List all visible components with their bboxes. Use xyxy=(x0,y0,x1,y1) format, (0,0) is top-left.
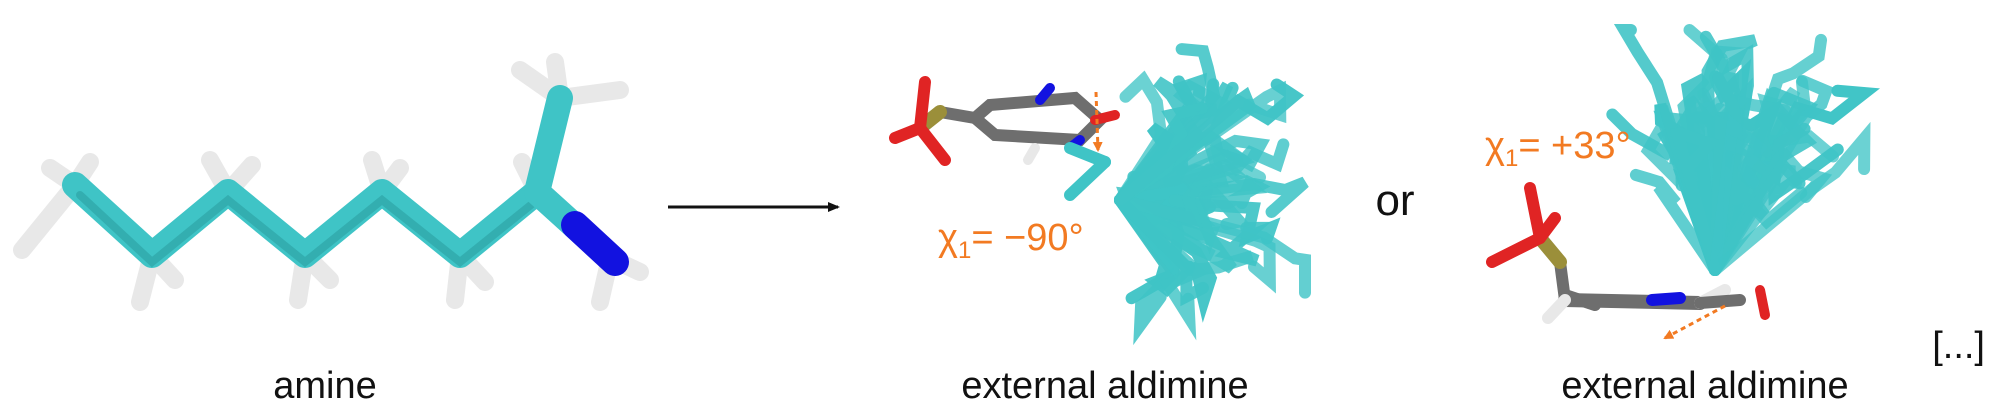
amine-caption: amine xyxy=(273,365,377,407)
aldimine-b-caption: external aldimine xyxy=(1561,365,1848,407)
aldimine-a-conformer xyxy=(1114,194,1311,299)
aldimine-b-conformer xyxy=(1670,126,1721,276)
aldimine-b-ensemble xyxy=(1606,24,1881,276)
aldimine-a-ensemble xyxy=(1114,43,1311,346)
aldimine-b-angle-label: χ1= +33° xyxy=(1485,125,1631,172)
aldimine-a-dihedral-indicator xyxy=(1092,91,1103,152)
aldimine-b-conformer xyxy=(1709,160,1803,276)
or-connector: or xyxy=(1375,176,1414,225)
amine-molecule xyxy=(13,53,649,311)
aldimine-a-molecule xyxy=(889,43,1311,346)
aldimine-b-conformer xyxy=(1629,168,1721,276)
more-ellipsis: [...] xyxy=(1932,325,1985,367)
aldimine-b-dihedral-indicator xyxy=(1663,304,1726,340)
aldimine-a-conformer xyxy=(1114,72,1207,206)
aldimine-a-conformer xyxy=(1114,78,1305,206)
aldimine-b-conformer xyxy=(1709,113,1769,276)
aldimine-a-conformer xyxy=(1114,163,1215,228)
aldimine-b-conformer xyxy=(1709,121,1871,276)
amine-shading xyxy=(76,191,541,268)
aldimine-b-molecule xyxy=(1486,24,1881,340)
aldimine-b-cofactor xyxy=(1486,182,1770,324)
aldimine-a-cofactor xyxy=(889,76,1120,201)
amine-nitrogen xyxy=(561,211,629,276)
aldimine-a-caption: external aldimine xyxy=(961,365,1248,407)
aldimine-a-angle-label: χ1= −90° xyxy=(938,217,1084,264)
aldimine-a-conformer xyxy=(1114,194,1209,307)
amine-carbon-chain xyxy=(62,85,573,268)
